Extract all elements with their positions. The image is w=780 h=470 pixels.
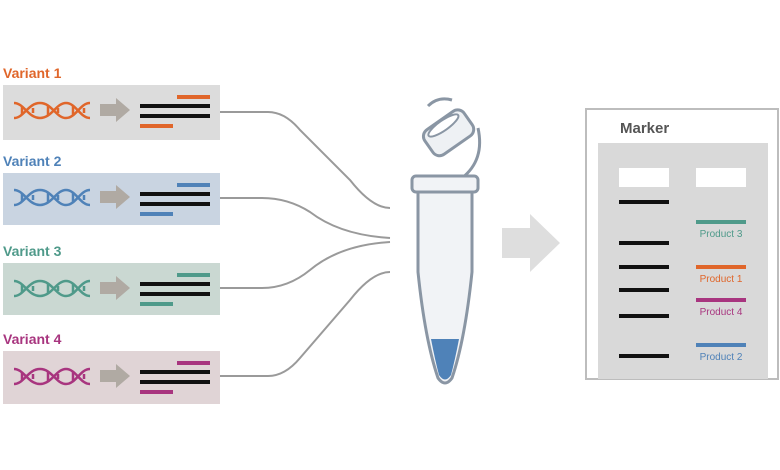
product-3-band-group: Product 3 <box>696 220 746 240</box>
sequence-line <box>140 114 210 118</box>
gel-panel: Marker Product 3 Product 1 Product 4 <box>585 108 779 380</box>
sequence-line <box>140 380 210 384</box>
tube-rim <box>410 174 480 194</box>
sequence-line-primer <box>177 183 210 187</box>
sequence-line <box>140 104 210 108</box>
sequence-line-primer <box>140 124 173 128</box>
ladder-band <box>619 200 669 204</box>
ladder-band <box>619 314 669 318</box>
sequence-line <box>140 292 210 296</box>
sequence-line <box>140 192 210 196</box>
ladder-band <box>619 354 669 358</box>
sequence-line-primer <box>140 212 173 216</box>
gel-well-sample <box>696 168 746 187</box>
product-band <box>696 298 746 302</box>
connector-line-2 <box>220 197 391 239</box>
tube-liquid <box>431 339 459 380</box>
product-label: Product 1 <box>700 274 743 285</box>
lid-tab <box>426 97 453 108</box>
dna-helix-icon <box>13 188 91 207</box>
variant-1: Variant 1 <box>3 65 220 140</box>
sequence-line <box>140 202 210 206</box>
big-right-arrow-icon <box>502 214 560 272</box>
product-band <box>696 220 746 224</box>
product-4-band-group: Product 4 <box>696 298 746 318</box>
connector-line-1 <box>220 111 391 209</box>
variant-3: Variant 3 <box>3 243 220 315</box>
sequence-line-primer <box>177 273 210 277</box>
marker-label: Marker <box>620 120 669 137</box>
microcentrifuge-tube-icon <box>410 97 482 385</box>
connector-lines <box>220 111 391 377</box>
sequence-line <box>140 370 210 374</box>
product-band <box>696 343 746 347</box>
tube-lid <box>421 108 476 158</box>
right-arrow-icon <box>100 98 130 122</box>
sequence-line <box>140 282 210 286</box>
dna-helix-icon <box>13 367 91 386</box>
right-arrow-icon <box>100 185 130 209</box>
marker-ladder <box>619 200 669 358</box>
variant-label: Variant 4 <box>3 331 62 347</box>
product-label: Product 4 <box>700 307 743 318</box>
variant-label: Variant 3 <box>3 243 62 259</box>
dna-helix-icon <box>13 101 91 120</box>
ladder-band <box>619 241 669 245</box>
product-band <box>696 265 746 269</box>
product-2-band-group: Product 2 <box>696 343 746 363</box>
sequence-line-primer <box>140 302 173 306</box>
variant-label: Variant 2 <box>3 153 62 169</box>
variant-2: Variant 2 <box>3 153 220 225</box>
connector-line-3 <box>220 241 391 289</box>
right-arrow-icon <box>100 364 130 388</box>
product-1-band-group: Product 1 <box>696 265 746 285</box>
connector-line-4 <box>220 271 391 377</box>
right-arrow-icon <box>100 276 130 300</box>
sequence-line-primer <box>177 361 210 365</box>
product-label: Product 2 <box>700 352 743 363</box>
ladder-band <box>619 265 669 269</box>
sequence-line-primer <box>140 390 173 394</box>
gel-well-marker <box>619 168 669 187</box>
variant-label: Variant 1 <box>3 65 62 81</box>
product-label: Product 3 <box>700 229 743 240</box>
dna-helix-icon <box>13 279 91 298</box>
variant-4: Variant 4 <box>3 331 220 404</box>
tube-body <box>416 188 474 385</box>
ladder-band <box>619 288 669 292</box>
sequence-line-primer <box>177 95 210 99</box>
